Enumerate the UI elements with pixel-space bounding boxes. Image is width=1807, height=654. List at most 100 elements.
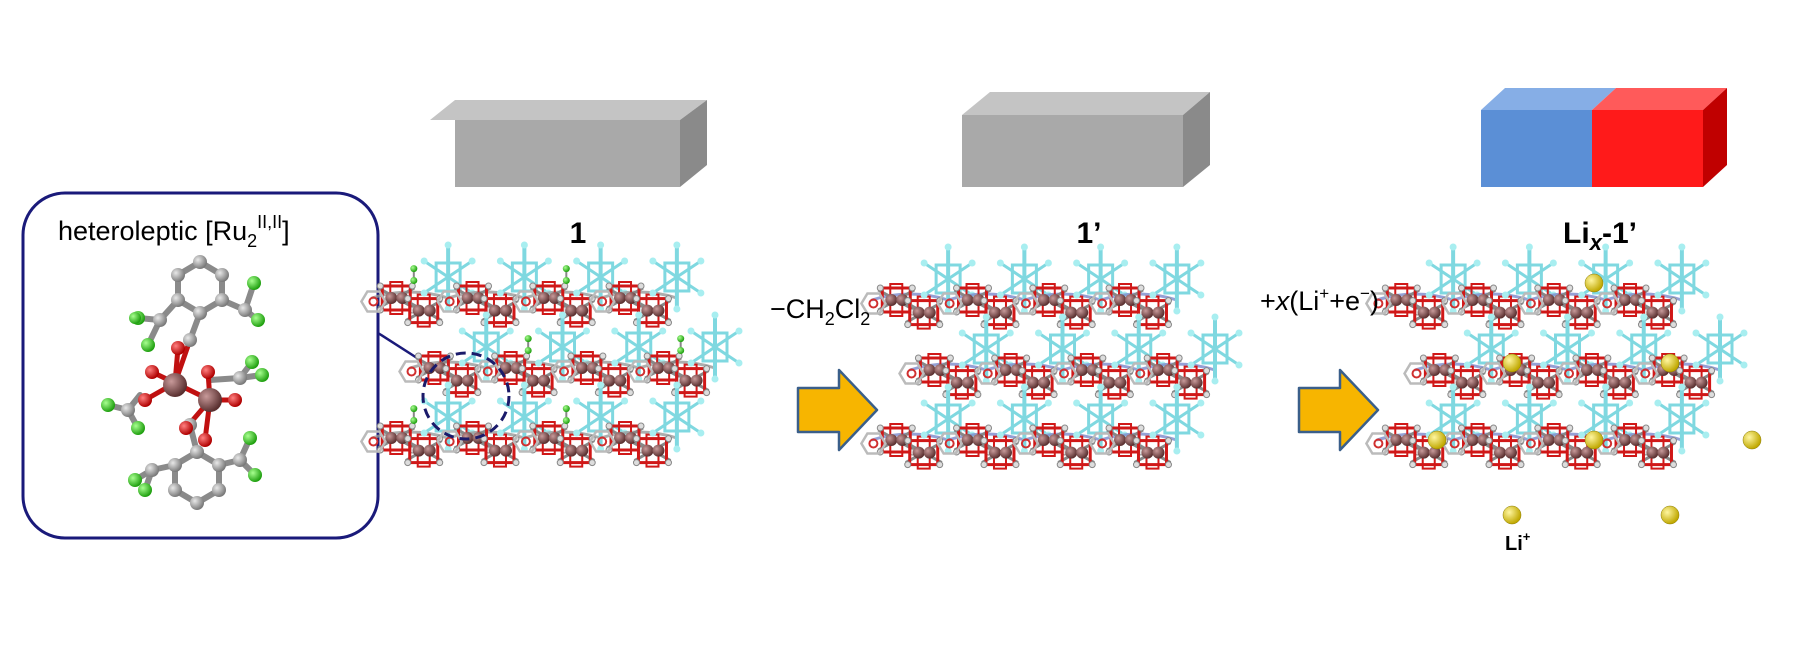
paddlewheel-node [904, 295, 944, 330]
paddlewheel-node [632, 433, 672, 468]
ring-node [974, 362, 1002, 385]
framework-lattice-li-x-1-prime [1364, 243, 1762, 525]
process-arrow-2 [1297, 368, 1380, 452]
paddlewheel-node [1485, 295, 1525, 330]
stage-label-1-prime: 1’ [1076, 217, 1101, 250]
ring-node [1012, 432, 1040, 455]
crystal-block-3 [1481, 88, 1727, 187]
ring-node [1403, 362, 1430, 385]
highlight-dashed-circle [421, 351, 511, 441]
paddlewheel-node [980, 435, 1020, 470]
stage-label-1: 1 [570, 217, 587, 250]
ring-node [1088, 432, 1116, 455]
ring-node [588, 290, 616, 313]
paddlewheel-node [1132, 435, 1172, 470]
step2-close: ) [1370, 286, 1379, 316]
li-ion-label-charge: + [1523, 529, 1531, 544]
ring-node [1126, 362, 1154, 385]
paddlewheel-node [1637, 435, 1677, 470]
paddlewheel-node [1018, 365, 1058, 400]
paddlewheel-node [1409, 295, 1449, 330]
step2-sup2: − [1360, 284, 1370, 303]
ruthenium-atom-1 [163, 373, 187, 397]
ring-node [1555, 362, 1583, 385]
lithium-ion [1584, 430, 1604, 450]
ring-node [1593, 432, 1621, 455]
paddlewheel-node [876, 423, 916, 457]
inset-title-superscript: II,II [257, 212, 282, 232]
step2-x: x [1274, 286, 1291, 316]
ring-node [626, 360, 654, 383]
step-label-add-li-electron: +x(Li++e−) [1260, 284, 1379, 316]
lithium-ion [1660, 505, 1680, 525]
step1-mid: Cl [835, 294, 861, 324]
paddlewheel-node [480, 433, 520, 468]
linker-hub [649, 241, 705, 313]
paddlewheel-node [1056, 435, 1096, 470]
lithium-ion [1742, 430, 1762, 450]
guest-molecule [410, 265, 418, 284]
linker-hub [1149, 383, 1205, 455]
step-label-remove-ch2cl2: −CH2Cl2 [770, 294, 870, 329]
ring-node [1012, 292, 1040, 315]
lithium-ion [1502, 353, 1522, 373]
inset-title-text: heteroleptic [Ru [58, 216, 247, 246]
paddlewheel-node [1409, 435, 1449, 470]
ring-node [1593, 292, 1621, 315]
ring-node [1050, 362, 1078, 385]
linker-hub [1654, 243, 1710, 315]
guest-molecule [562, 265, 570, 284]
paddlewheel-node [404, 433, 444, 468]
ring-node [859, 432, 887, 455]
ring-node [936, 432, 964, 455]
linker-hub [1149, 243, 1205, 315]
linker-hub [1692, 313, 1748, 385]
step2-pre: + [1260, 286, 1276, 316]
ring-node [1631, 362, 1659, 385]
ring-node [1517, 292, 1545, 315]
process-arrow-1 [796, 368, 879, 452]
ring-node [936, 292, 964, 315]
stage-label-li-x-1-prime: Lix-1’ [1563, 217, 1637, 255]
ring-node [398, 360, 425, 383]
step2-sup1: + [1319, 284, 1329, 303]
step1-sub1: 2 [825, 309, 835, 329]
guest-molecule [410, 405, 418, 424]
ring-node [859, 292, 887, 315]
lithium-ion [1427, 430, 1447, 450]
ring-node [588, 430, 616, 453]
ring-node [1479, 362, 1507, 385]
crystal-block-2 [962, 92, 1210, 187]
paddlewheel-node [480, 293, 520, 328]
linker-hub [1187, 313, 1243, 385]
paddlewheel-node [556, 433, 596, 468]
lithium-ion [1584, 273, 1604, 293]
ring-node [436, 430, 464, 453]
linker-hub [920, 243, 976, 315]
ring-node [512, 430, 540, 453]
step1-pre: −CH [770, 294, 825, 324]
paddlewheel-node [904, 435, 944, 470]
guest-molecule [562, 405, 570, 424]
crystal-block-1 [430, 100, 707, 187]
ring-node [359, 430, 387, 453]
stage-label-li: Li [1563, 217, 1590, 250]
ring-node [359, 290, 387, 313]
ring-node [1441, 292, 1469, 315]
ring-node [550, 360, 578, 383]
ruthenium-atom-2 [198, 388, 222, 412]
ring-node [436, 290, 464, 313]
paddlewheel-node [942, 365, 982, 400]
paddlewheel-node [1458, 283, 1498, 317]
guest-molecule [677, 335, 685, 354]
lithium-ion [1660, 353, 1680, 373]
inset-title-subscript: 2 [247, 231, 257, 251]
ring-node [1088, 292, 1116, 315]
linker-hub [649, 381, 705, 453]
framework-lattice-1-prime [859, 243, 1243, 470]
li-ion-label: Li+ [1505, 529, 1531, 555]
ring-node [898, 362, 925, 385]
inset-title-close: ] [282, 216, 290, 246]
inset-title: heteroleptic [Ru2II,II] [58, 212, 290, 251]
